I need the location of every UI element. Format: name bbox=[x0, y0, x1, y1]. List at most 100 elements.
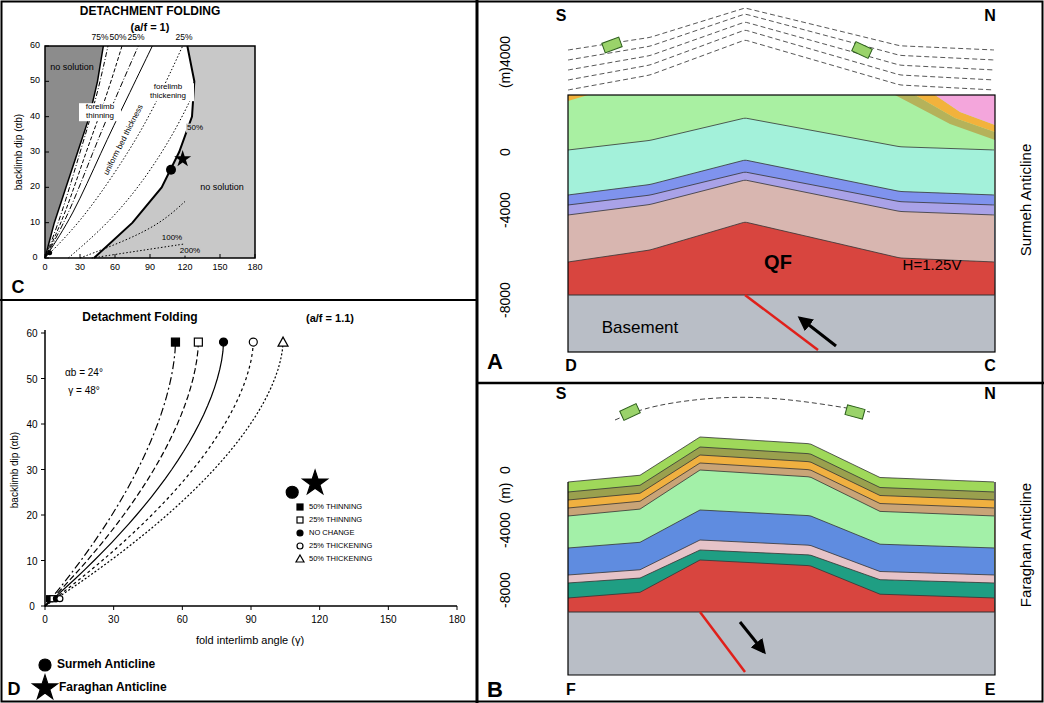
panel-d-plot bbox=[41, 330, 457, 610]
figure-label: 180 bbox=[247, 263, 262, 273]
tick bbox=[41, 606, 45, 607]
rock-layer bbox=[568, 560, 995, 612]
rock-layer bbox=[568, 455, 995, 612]
figure-label: F bbox=[566, 681, 576, 699]
figure-label: Basement bbox=[602, 319, 679, 338]
tick bbox=[115, 254, 116, 258]
figure-label: γ = 48° bbox=[68, 385, 100, 396]
tick bbox=[220, 254, 221, 258]
figure-label: 90 bbox=[145, 263, 155, 273]
dip-symbol bbox=[620, 404, 641, 421]
rock-layer bbox=[568, 160, 995, 295]
figure-label: Detachment Folding bbox=[82, 311, 197, 324]
thickness-curve bbox=[80, 201, 185, 258]
rock-layer bbox=[568, 470, 995, 612]
figure-label: (a/f = 1.1) bbox=[306, 312, 354, 324]
figure-label: 50 bbox=[26, 373, 37, 384]
rock-layer bbox=[568, 95, 995, 295]
eroded-bed bbox=[568, 8, 994, 50]
curve-end-marker bbox=[249, 338, 257, 346]
rock-layer bbox=[568, 95, 588, 101]
thickness-curve bbox=[45, 46, 138, 258]
thickness-curve bbox=[45, 342, 198, 606]
rock-layer bbox=[568, 172, 995, 295]
rock-layer bbox=[935, 95, 995, 125]
rock-layer bbox=[568, 222, 995, 295]
curve-end-marker bbox=[194, 338, 202, 346]
thickness-curve bbox=[45, 342, 253, 606]
tick bbox=[255, 254, 256, 258]
figure-label: 50% bbox=[186, 124, 204, 133]
figure-label: backlimb dip (αb) bbox=[9, 432, 20, 508]
legend-label: 25% THICKENING bbox=[309, 542, 372, 550]
panel-b-section bbox=[568, 397, 995, 675]
tick bbox=[41, 378, 45, 379]
legend-label: 50% THICKENING bbox=[309, 555, 372, 563]
figure-label: 40 bbox=[26, 419, 37, 430]
figure-label: 20 bbox=[30, 182, 40, 192]
figure-label: 120 bbox=[177, 263, 192, 273]
eroded-bed bbox=[568, 22, 994, 70]
figure-label: 0 bbox=[498, 466, 513, 474]
figure-label: D bbox=[565, 357, 577, 375]
dip-symbol bbox=[845, 405, 865, 419]
figure-label: -8000 bbox=[498, 572, 513, 608]
tick bbox=[80, 254, 81, 258]
figure-label: (m)4000 bbox=[498, 36, 513, 88]
tick bbox=[45, 254, 46, 258]
tick bbox=[457, 606, 458, 610]
basement-top bbox=[568, 612, 995, 613]
rock-layer bbox=[568, 437, 995, 612]
axes bbox=[45, 330, 457, 606]
thickness-curve bbox=[45, 342, 283, 606]
origin-marker bbox=[57, 596, 63, 602]
layer-boundary bbox=[568, 118, 994, 150]
figure-label: 25% bbox=[127, 33, 144, 42]
figure-label: 180 bbox=[449, 614, 466, 625]
figure-label: N bbox=[984, 385, 996, 403]
figure-label: 50 bbox=[30, 76, 40, 86]
panel-divider bbox=[476, 0, 479, 703]
eroded-bed bbox=[568, 30, 994, 80]
figure-label: 10 bbox=[26, 555, 37, 566]
rock-layer bbox=[915, 95, 995, 132]
figure-label: no solution bbox=[199, 183, 245, 193]
no-solution-region bbox=[45, 46, 103, 258]
figure-label: 25% bbox=[175, 33, 192, 42]
layer-boundary bbox=[568, 510, 994, 548]
figure-label: 10 bbox=[30, 218, 40, 228]
figure-label: 75% bbox=[91, 33, 108, 42]
figure-label: 150 bbox=[212, 263, 227, 273]
tick bbox=[45, 258, 49, 259]
legend-label: NO CHANGE bbox=[309, 529, 354, 537]
figure-label: forelimb thickening bbox=[142, 83, 194, 101]
legend-symbol bbox=[297, 504, 303, 510]
eroded-bed bbox=[615, 397, 870, 420]
figure-label: Surmeh Anticline bbox=[1018, 144, 1035, 257]
thickness-curve bbox=[45, 46, 122, 258]
thickness-curve bbox=[45, 342, 224, 606]
legend-symbol bbox=[297, 517, 303, 523]
figure-label: 0 bbox=[42, 614, 48, 625]
surmeh-point bbox=[286, 486, 298, 498]
rock-layer bbox=[568, 540, 995, 612]
figure-label: S bbox=[556, 385, 567, 403]
figure-label: 20 bbox=[26, 510, 37, 521]
figure-label: 120 bbox=[311, 614, 328, 625]
figure-label: 0 bbox=[498, 148, 513, 156]
panel-divider bbox=[0, 299, 477, 301]
tick bbox=[41, 333, 45, 334]
figure-label: forelimb thinning bbox=[79, 103, 121, 121]
panel-divider bbox=[477, 382, 1044, 385]
figure-label: -8000 bbox=[498, 282, 513, 318]
figure-label: D bbox=[8, 680, 21, 700]
eroded-bed bbox=[568, 40, 994, 90]
legend-symbol bbox=[33, 675, 58, 699]
figure-label: H=1.25V bbox=[903, 257, 962, 274]
legend-label: Faraghan Anticline bbox=[59, 681, 167, 694]
layer-boundary bbox=[568, 560, 994, 598]
figure-label: QF bbox=[764, 251, 792, 273]
figure-label: fold interlimb angle (γ) bbox=[196, 634, 304, 646]
